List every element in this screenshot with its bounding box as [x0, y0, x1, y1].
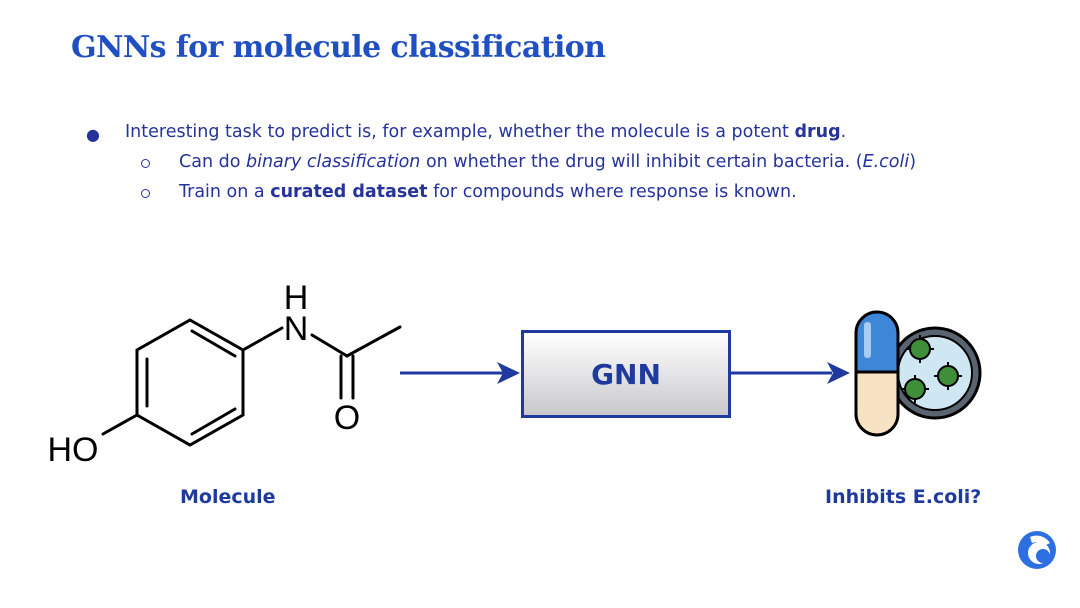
gnn-box: GNN: [521, 330, 731, 418]
bond-c-methyl: [345, 325, 402, 358]
gnn-label: GNN: [591, 357, 661, 391]
ring-double-bond: [190, 329, 237, 358]
bullet-sub-1-text: Can do: [179, 152, 246, 172]
bullet-main-text: Interesting task to predict is, for exam…: [125, 122, 795, 142]
bond-ring-n: [241, 326, 284, 352]
ring-double-bond: [190, 407, 237, 436]
atom-label-o: O: [334, 399, 360, 437]
bond-ring-oh: [101, 413, 139, 436]
bullet-sub-1-middle: on whether the drug will inhibit certain…: [420, 152, 863, 172]
atom-label-n: N: [284, 310, 309, 348]
bullet-sub-1: Can do binary classification on whether …: [179, 152, 916, 172]
bacteria-dish-icon: [888, 326, 982, 420]
bullet-main-bold: drug: [794, 122, 841, 142]
bullet-sub-2: Train on a curated dataset for compounds…: [179, 182, 797, 202]
output-caption: Inhibits E.coli?: [825, 486, 982, 508]
molecule-structure: [101, 318, 402, 447]
atom-label-h: H: [284, 279, 309, 317]
sub-bullet-circle: [141, 159, 150, 168]
deepmind-logo-icon: [1018, 531, 1056, 569]
bullet-sub-2-bold: curated dataset: [270, 182, 428, 202]
bullet-main: Interesting task to predict is, for exam…: [125, 122, 846, 142]
bullet-main-suffix: .: [840, 122, 847, 142]
bullet-sub-1-italic2: E.coli: [862, 152, 910, 172]
slide-title: GNNs for molecule classification: [71, 30, 606, 65]
bullet-dot: ●: [86, 125, 100, 144]
bond-n-c: [310, 333, 349, 358]
bullet-sub-2-suffix: for compounds where response is known.: [427, 182, 797, 202]
benzene-ring: [135, 318, 245, 447]
atom-label-ho: HO: [48, 431, 99, 469]
bullet-sub-1-suffix: ): [909, 152, 917, 172]
sub-bullet-circle: [141, 189, 150, 198]
arrow-to-output: [728, 362, 850, 384]
bullet-sub-1-italic: binary classification: [245, 152, 421, 172]
pill-icon: [854, 310, 900, 437]
molecule-caption: Molecule: [180, 486, 276, 508]
bullet-sub-2-text: Train on a: [179, 182, 271, 202]
arrow-to-gnn: [400, 362, 520, 384]
